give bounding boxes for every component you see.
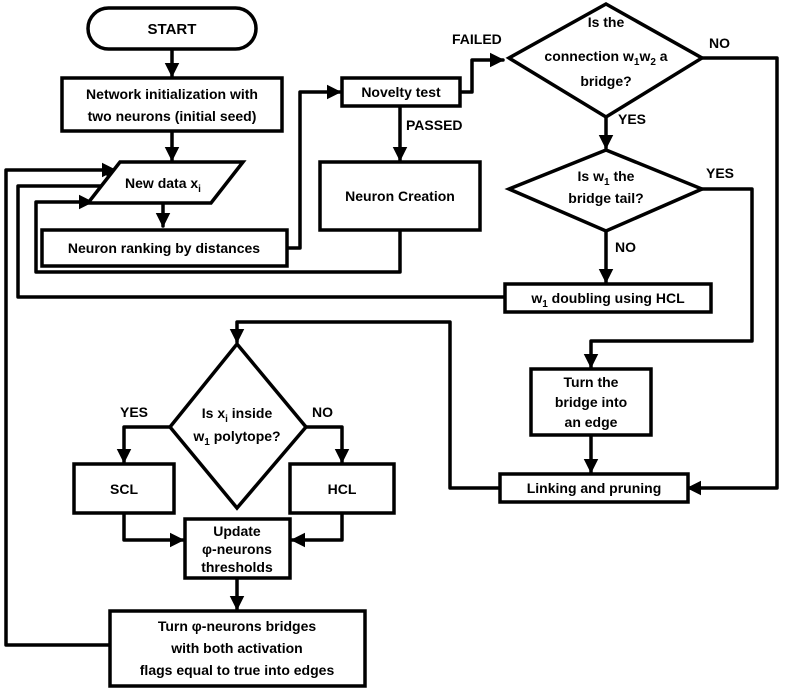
label-passed: PASSED	[406, 117, 463, 133]
arrow-novelty-to-bridgeq	[458, 52, 505, 94]
label-yes-inside: YES	[120, 404, 148, 420]
label-no-inside: NO	[312, 404, 333, 420]
scl-node: SCL	[72, 462, 176, 515]
turn-phi-line2: with both activation	[170, 640, 302, 656]
arrow-tailq-to-edgebox	[583, 187, 754, 369]
doubling-node: w1 doubling using HCL	[503, 282, 713, 314]
bridge-q-line2: connection w1w2 a	[544, 48, 667, 68]
new-data-label: New data xi	[125, 175, 201, 195]
label-no-bridge: NO	[709, 35, 730, 51]
update-line3: thresholds	[201, 559, 273, 575]
turn-phi-line3: flags equal to true into edges	[140, 662, 335, 678]
arrow-turnphi-to-newdata	[4, 162, 117, 647]
linking-label: Linking and pruning	[527, 480, 662, 496]
ranking-label: Neuron ranking by distances	[68, 240, 260, 256]
edge-box-node: Turn the bridge into an edge	[529, 367, 653, 437]
start-node: START	[86, 6, 258, 51]
inside-decision: Is xi inside w1 polytope?	[167, 341, 309, 511]
label-yes-tail: YES	[706, 165, 734, 181]
inside-q-line1: Is xi inside	[202, 405, 273, 425]
tail-q-line2: bridge tail?	[568, 190, 643, 206]
arrow-creation-to-newdata	[34, 194, 402, 274]
connectors	[4, 47, 779, 647]
tail-q-line1: Is w1 the	[578, 168, 635, 188]
arrow-insideq-to-scl	[116, 425, 172, 464]
bridge-decision: Is the connection w1w2 a bridge?	[505, 1, 706, 120]
new-data-node: New data xi	[84, 160, 247, 205]
arrow-linking-to-insideq	[229, 320, 502, 490]
scl-label: SCL	[110, 481, 138, 497]
start-label: START	[148, 21, 197, 38]
arrow-scl-to-update	[122, 511, 185, 548]
tail-decision: Is w1 the bridge tail?	[504, 148, 707, 233]
init-label-line2: two neurons (initial seed)	[88, 108, 257, 124]
init-node: Network initialization with two neurons …	[60, 76, 284, 133]
novelty-label: Novelty test	[361, 84, 441, 100]
update-node: Update φ-neurons thresholds	[183, 517, 292, 580]
init-label-line1: Network initialization with	[86, 86, 258, 102]
arrow-insideq-to-hcl	[304, 425, 350, 464]
edge-box-line1: Turn the	[564, 374, 619, 390]
doubling-label: w1 doubling using HCL	[530, 290, 685, 310]
edge-box-line3: an edge	[565, 414, 618, 430]
edge-labels: FAILED PASSED NO YES YES NO YES NO	[120, 31, 734, 420]
update-line1: Update	[213, 523, 261, 539]
creation-label: Neuron Creation	[345, 188, 455, 204]
hcl-node: HCL	[288, 462, 396, 515]
update-line2: φ-neurons	[202, 541, 272, 557]
turn-phi-node: Turn φ-neurons bridges with both activat…	[108, 609, 367, 688]
edge-box-line2: bridge into	[555, 394, 627, 410]
arrow-ranking-to-novelty	[285, 84, 342, 250]
novelty-node: Novelty test	[340, 76, 462, 108]
hcl-label: HCL	[328, 481, 357, 497]
label-no-tail: NO	[615, 239, 636, 255]
creation-node: Neuron Creation	[318, 160, 482, 232]
bridge-q-line3: bridge?	[580, 73, 631, 89]
arrow-bridgeq-to-linking	[686, 56, 779, 496]
label-failed: FAILED	[452, 31, 502, 47]
label-yes-bridge: YES	[618, 111, 646, 127]
linking-node: Linking and pruning	[498, 472, 690, 504]
arrow-hcl-to-update	[290, 511, 344, 548]
bridge-q-line1: Is the	[588, 14, 625, 30]
inside-q-line2: w1 polytope?	[192, 428, 280, 448]
turn-phi-line1: Turn φ-neurons bridges	[158, 618, 317, 634]
ranking-node: Neuron ranking by distances	[40, 228, 289, 268]
